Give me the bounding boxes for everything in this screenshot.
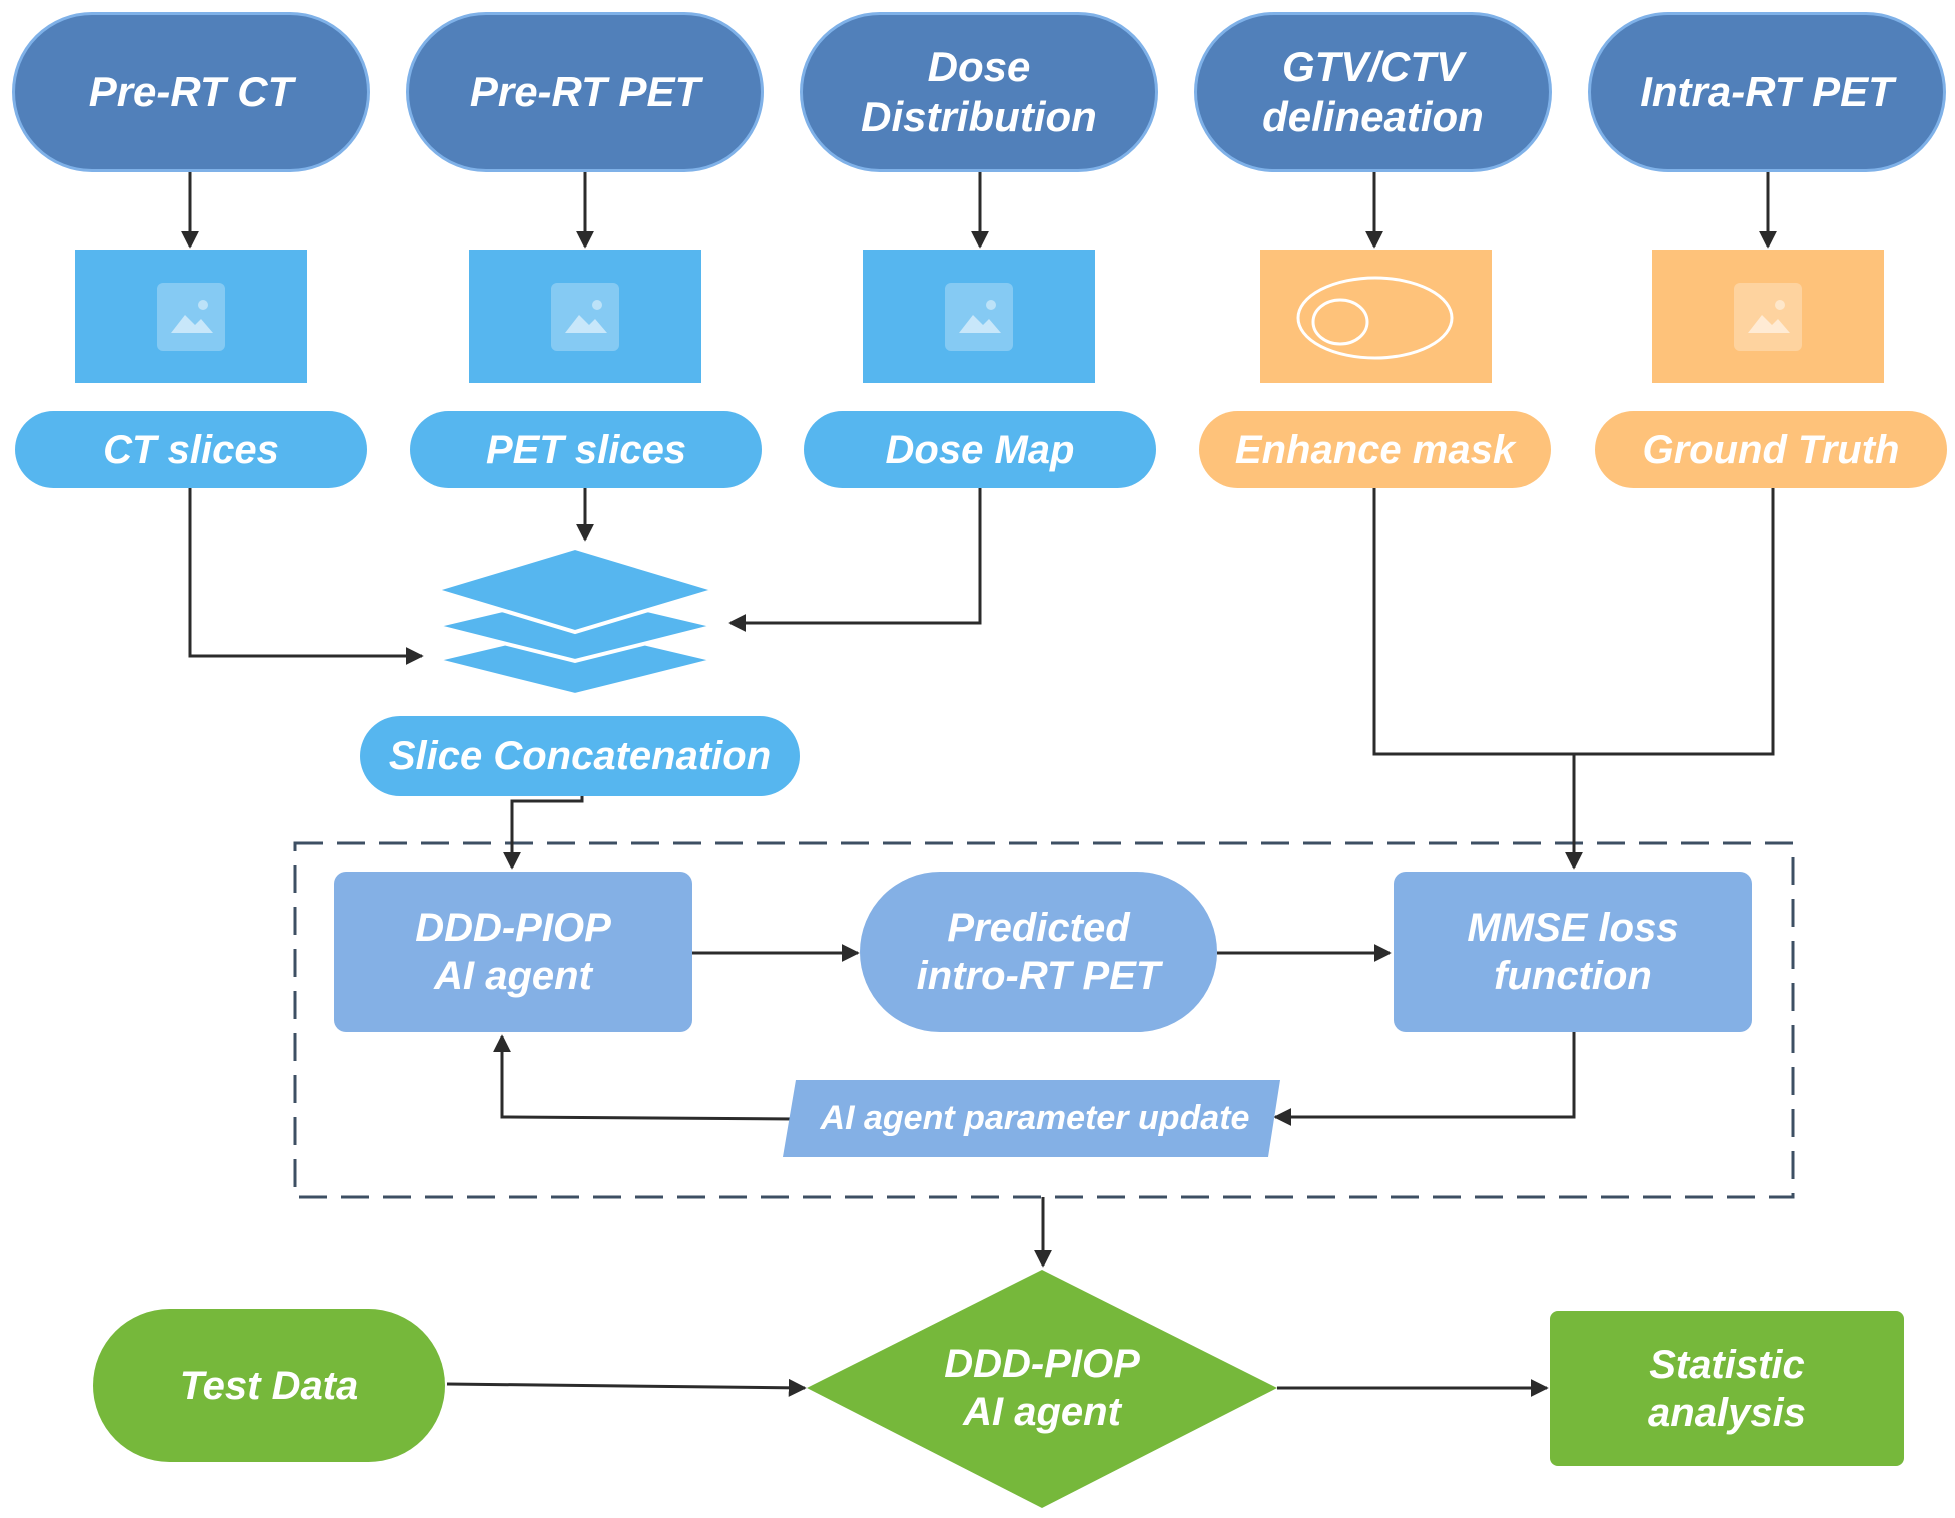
layers-stack-icon [428,545,722,698]
arrow-loss-to-update [1273,1032,1576,1126]
loss-label-text: MMSE loss function [1467,906,1679,998]
statistic-analysis-node: Statistic analysis [1550,1311,1904,1466]
image-placeholder-icon [551,282,619,351]
source-intra-rt-pet: Intra-RT PET [1588,12,1946,172]
dose-map-label: Dose Map [804,411,1156,488]
update-label: AI agent parameter update [790,1080,1280,1157]
arrow-concat-to-agent [503,796,584,870]
pet-image-tile [469,250,701,383]
enhance-mask-label: Enhance mask [1199,411,1551,488]
image-placeholder-icon [1734,282,1802,351]
agent-label-text: DDD-PIOP AI agent [415,906,611,998]
source-label: Intra-RT PET [1640,67,1894,115]
source-label: Pre-RT PET [469,67,701,115]
concat-label-text: Slice Concatenation [388,734,772,778]
ai-agent-node: DDD-PIOP AI agent [334,872,692,1032]
ct-image-tile [75,250,307,383]
ct-slices-label: CT slices [15,411,367,488]
image-placeholder-icon [945,282,1013,351]
final-agent-label: DDD-PIOP AI agent [877,1322,1207,1454]
image-placeholder-icon [157,282,225,351]
source-label: Dose Distribution [861,42,1097,140]
ellipse-mask-icon [1296,276,1454,360]
output-label-text: Dose Map [885,427,1075,472]
mask-image-tile [1260,250,1492,383]
statistic-label-text: Statistic analysis [1648,1342,1806,1435]
source-dose-distribution: Dose Distribution [800,12,1158,172]
output-label-text: CT slices [103,427,279,472]
output-label-text: Ground Truth [1642,427,1900,472]
arrow-dose-map-to-stack [728,488,982,632]
update-label-text: AI agent parameter update [820,1099,1250,1138]
line-enhance-mask-down [1372,488,1775,756]
slice-concatenation-label: Slice Concatenation [360,716,800,796]
pet-slices-label: PET slices [410,411,762,488]
source-label: GTV/CTV delineation [1262,42,1484,140]
ground-truth-label: Ground Truth [1595,411,1947,488]
source-gtv-ctv-delineation: GTV/CTV delineation [1194,12,1552,172]
final-agent-label-text: DDD-PIOP AI agent [944,1342,1140,1434]
predicted-pet-node: Predicted intro-RT PET [860,872,1217,1032]
source-pre-rt-ct: Pre-RT CT [12,12,370,172]
output-label-text: PET slices [485,427,687,472]
source-pre-rt-pet: Pre-RT PET [406,12,764,172]
mmse-loss-node: MMSE loss function [1394,872,1752,1032]
update-parallelogram [783,1080,1280,1157]
test-data-node: Test Data [93,1309,445,1462]
arrow-test-to-final-agent [446,1378,807,1397]
arrow-ct-slices-to-stack [188,488,424,665]
output-label-text: Enhance mask [1234,427,1516,472]
arrow-update-to-agent [493,1034,797,1121]
predicted-label-text: Predicted intro-RT PET [916,906,1161,998]
arrow-group [181,172,1777,1397]
source-label: Pre-RT CT [88,67,294,115]
dose-image-tile [863,250,1095,383]
ground-truth-image-tile [1652,250,1884,383]
test-data-label-text: Test Data [179,1363,359,1408]
final-agent-diamond [807,1270,1277,1508]
